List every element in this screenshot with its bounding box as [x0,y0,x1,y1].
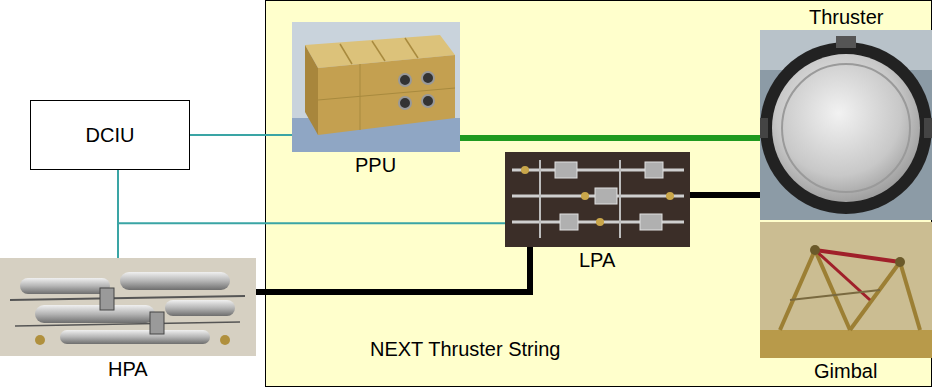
region-ground [266,1,932,387]
region-label: NEXT Thruster String [370,338,560,360]
process-box: DCIU [30,100,190,170]
thruster-photo [760,30,932,220]
connector-line [190,134,292,136]
part-label: LPA [579,249,615,271]
part-label: Thruster [809,6,883,28]
photo-part: Gimbal [760,222,932,358]
ppu-photo [292,22,460,152]
connector-line [256,247,530,292]
hpa-photo [0,258,256,356]
photo-part: HPA [0,258,256,356]
part-label: HPA [108,358,148,380]
box-label: DCIU [86,124,135,146]
photo-part: PPU [292,22,460,152]
gimbal-photo [760,222,932,358]
part-label: PPU [355,154,396,176]
connector-line [118,170,505,223]
connector-line [690,192,760,198]
photo-part: LPA [505,152,690,247]
photo-part: Thruster [760,30,932,220]
lpa-photo [505,152,690,247]
region-band: NEXT Thruster StringPPULPAThrusterGimbal [265,0,932,387]
part-label: Gimbal [814,360,877,382]
connector-line [460,135,760,141]
